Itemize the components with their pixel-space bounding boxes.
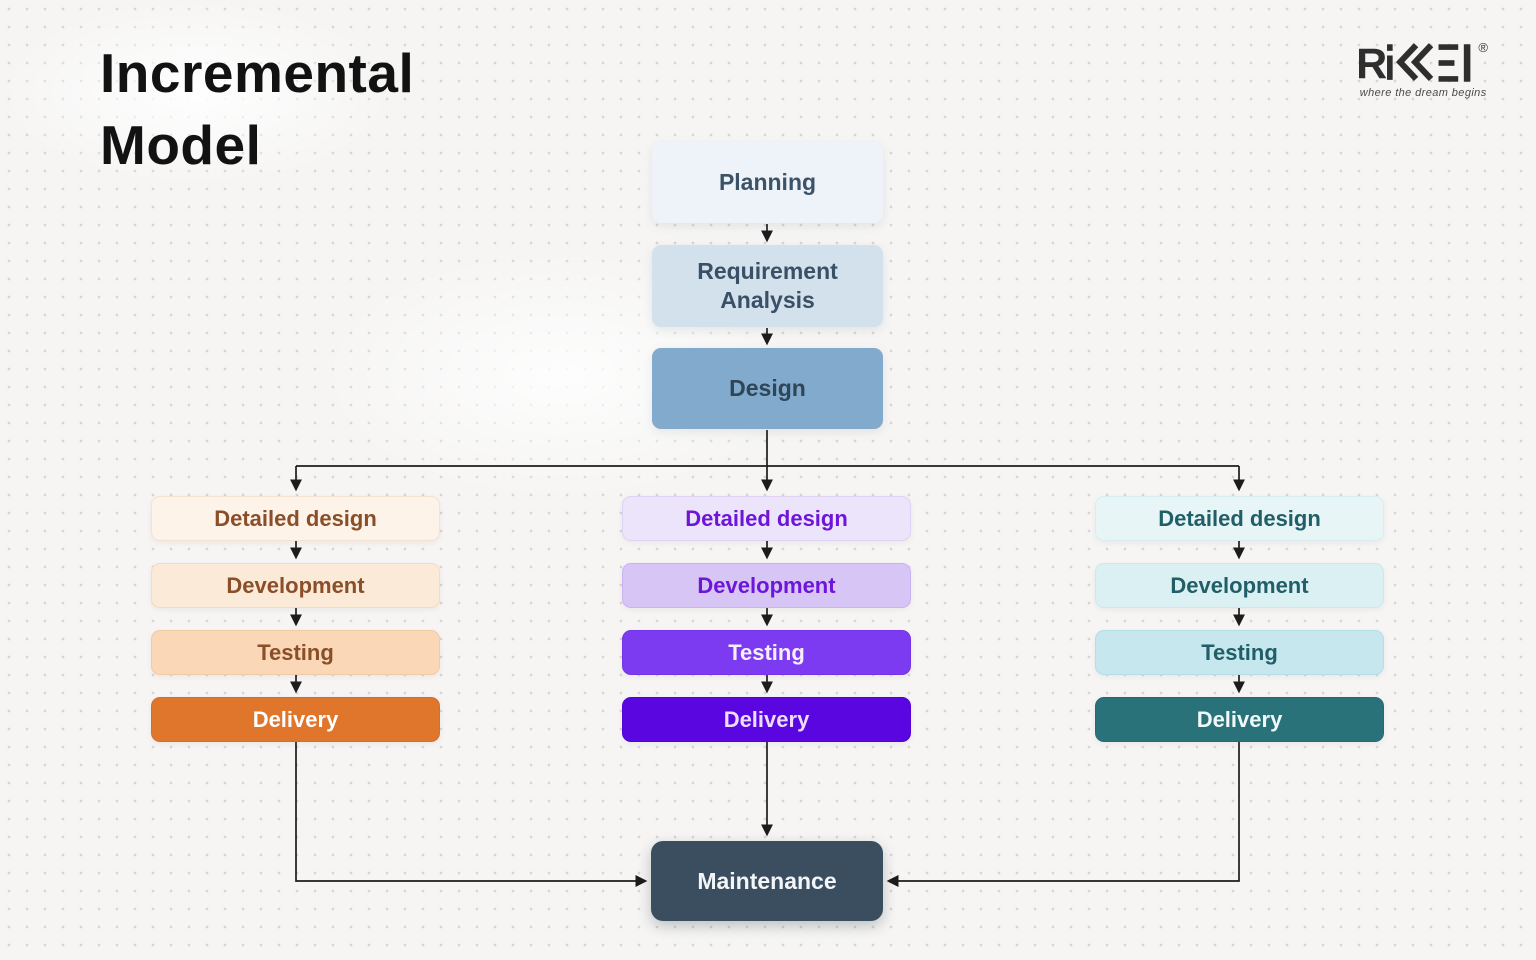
page-title: Incremental Model [100, 38, 414, 181]
node-increment3-testing: Testing [1095, 630, 1384, 675]
node-requirement-analysis: Requirement Analysis [652, 245, 883, 327]
node-increment3-development: Development [1095, 563, 1384, 608]
rikkei-logo-icon: R [1358, 42, 1471, 84]
node-increment3-detailed-design: Detailed design [1095, 496, 1384, 541]
page-title-line1: Incremental [100, 42, 415, 104]
node-increment2-delivery: Delivery [622, 697, 911, 742]
logo-tagline: where the dream begins [1359, 87, 1487, 99]
brand-logo: R ® where the dream begins [1358, 40, 1488, 99]
node-increment2-detailed-design: Detailed design [622, 496, 911, 541]
registered-mark: ® [1478, 40, 1488, 55]
page-title-line2: Model [100, 113, 262, 176]
node-increment2-testing: Testing [622, 630, 911, 675]
node-increment3-delivery: Delivery [1095, 697, 1384, 742]
node-maintenance: Maintenance [651, 841, 883, 921]
node-planning: Planning [652, 142, 883, 223]
node-increment1-detailed-design: Detailed design [151, 496, 440, 541]
svg-text:R: R [1358, 42, 1387, 84]
arrow-delivery3-to-maintenance [886, 742, 1240, 887]
arrow-delivery1-to-maintenance [295, 742, 648, 887]
node-increment1-development: Development [151, 563, 440, 608]
node-increment1-testing: Testing [151, 630, 440, 675]
node-design: Design [652, 348, 883, 429]
node-increment1-delivery: Delivery [151, 697, 440, 742]
node-increment2-development: Development [622, 563, 911, 608]
